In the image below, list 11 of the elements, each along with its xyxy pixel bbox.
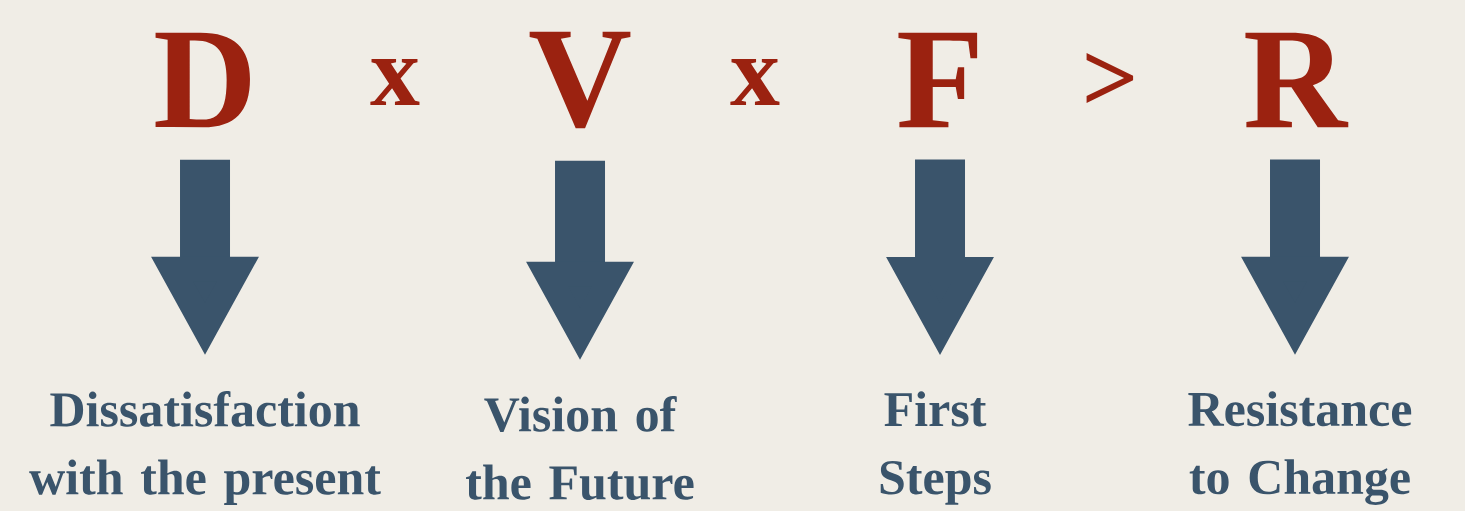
formula-letter: R <box>1245 32 1349 128</box>
operator-sign: > <box>1086 52 1134 104</box>
description-text: Dissatisfaction with the present <box>29 391 381 505</box>
operator-sign: x <box>730 59 780 105</box>
description-text: Vision of the Future <box>466 396 694 500</box>
formula-letter: D <box>155 32 250 128</box>
operator-sign: x <box>370 59 420 105</box>
formula-letter: F <box>898 32 978 128</box>
description-text: First Steps <box>880 391 991 505</box>
formula-letter: V <box>529 31 631 129</box>
description-text: Resistance to Change <box>1188 391 1412 505</box>
